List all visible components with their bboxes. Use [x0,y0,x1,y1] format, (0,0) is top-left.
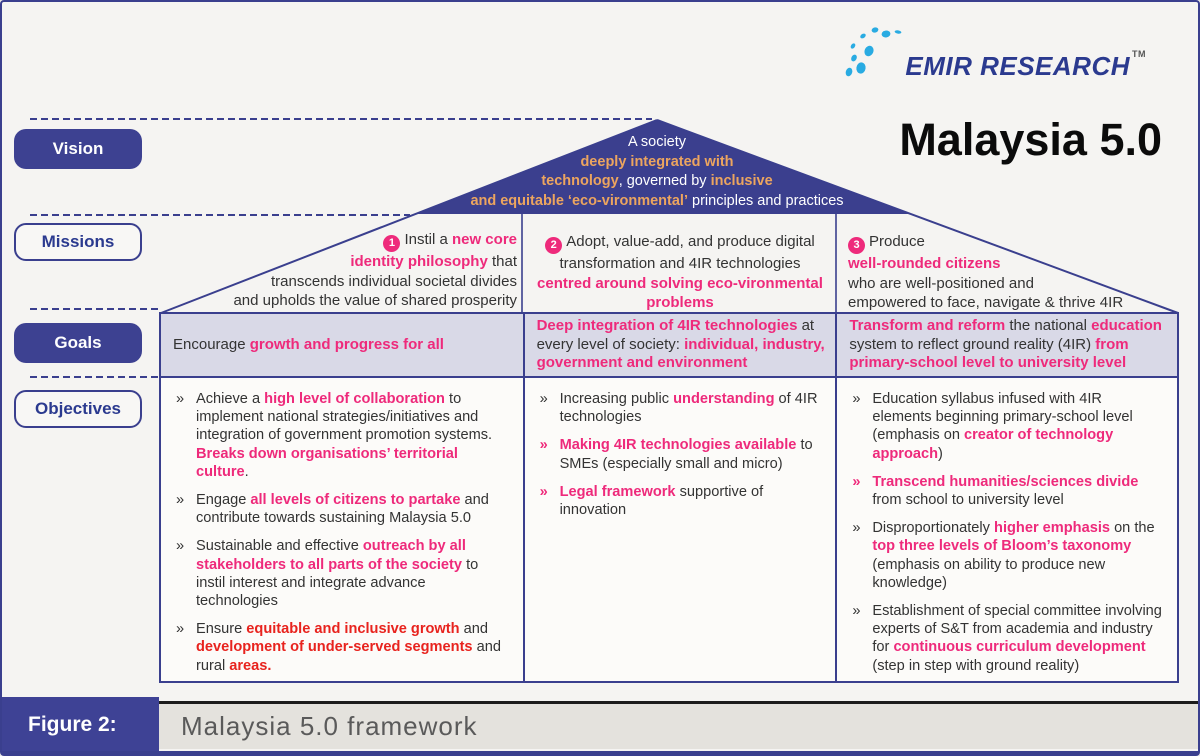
bullet-marker: » [176,391,185,407]
objective-text: Legal framework supportive of innovation [559,483,764,519]
trademark-symbol: TM [1132,49,1146,59]
objective-item: » Transcend humanities/sciences divide fr… [850,473,1169,509]
objective-item: » Legal framework supportive of innovatio… [538,483,828,519]
goal-1: Encourage growth and progress for all [173,335,444,353]
objective-item: » Making 4IR technologies available to SM… [538,436,828,472]
objective-text: Disproportionately higher emphasis on th… [872,520,1155,591]
objective-text: Sustainable and effective outreach by al… [196,538,479,610]
objective-text: Increasing public understanding of 4IR t… [559,391,818,426]
label-objectives: Objectives [14,390,142,428]
bullet-marker: » [852,520,861,537]
label-vision: Vision [14,129,142,169]
mission-1-number-badge: 1 [383,235,401,253]
bullet-marker: » [176,538,185,555]
objectives-column-3: » Education syllabus infused with 4IR ele… [835,378,1177,681]
logo-dots-icon [841,22,905,85]
goal-3: Transform and reform the national educat… [835,314,1177,376]
bullet-marker: » [852,603,861,620]
goals-row: Encourage growth and progress for all De… [159,312,1179,378]
mission-3-number-badge: 3 [848,237,865,255]
figure-number-label: Figure 2: [2,697,159,751]
bullet-marker: » [176,492,185,509]
objective-text: Transcend humanities/sciences divide fro… [872,473,1139,509]
objective-text: Education syllabus infused with 4IR elem… [872,391,1133,462]
objective-item: » Establishment of special committee invo… [850,602,1169,675]
label-goals: Goals [14,323,142,363]
objective-item: » Increasing public understanding of 4IR … [538,390,828,426]
objectives-column-2: » Increasing public understanding of 4IR … [522,378,836,681]
bullet-marker: » [539,483,548,500]
mission-2-number-badge: 2 [545,237,563,255]
objective-item: » Education syllabus infused with 4IR ele… [850,390,1169,463]
goal-2: Deep integration of 4IR technologies at … [522,314,836,376]
objective-text: Achieve a high level of collaboration to… [196,391,493,480]
bullet-marker: » [852,391,861,407]
objective-text: Engage all levels of citizens to partake… [196,492,489,527]
figure-caption: Malaysia 5.0 framework [159,701,1198,749]
objective-text: Ensure equitable and inclusive growth an… [196,621,501,674]
objective-item: » Disproportionately higher emphasis on t… [850,519,1169,592]
objective-item: » Ensure equitable and inclusive growth a… [174,620,515,675]
bullet-marker: » [539,437,548,454]
objective-item: » Engage all levels of citizens to partak… [174,491,515,527]
label-missions: Missions [14,223,142,261]
objective-text: Making 4IR technologies available to SME… [559,437,813,472]
objective-item: » Sustainable and effective outreach by a… [174,537,515,610]
objective-text: Establishment of special committee invol… [872,603,1162,674]
bullet-marker: » [539,391,548,407]
objective-item: » Achieve a high level of collaboration t… [174,390,515,481]
objectives-row: » Achieve a high level of collaboration t… [159,378,1179,683]
page-title: Malaysia 5.0 [899,114,1162,165]
bullet-marker: » [176,621,185,638]
bullet-marker: » [852,473,861,490]
objectives-column-1: » Achieve a high level of collaboration t… [161,378,523,681]
